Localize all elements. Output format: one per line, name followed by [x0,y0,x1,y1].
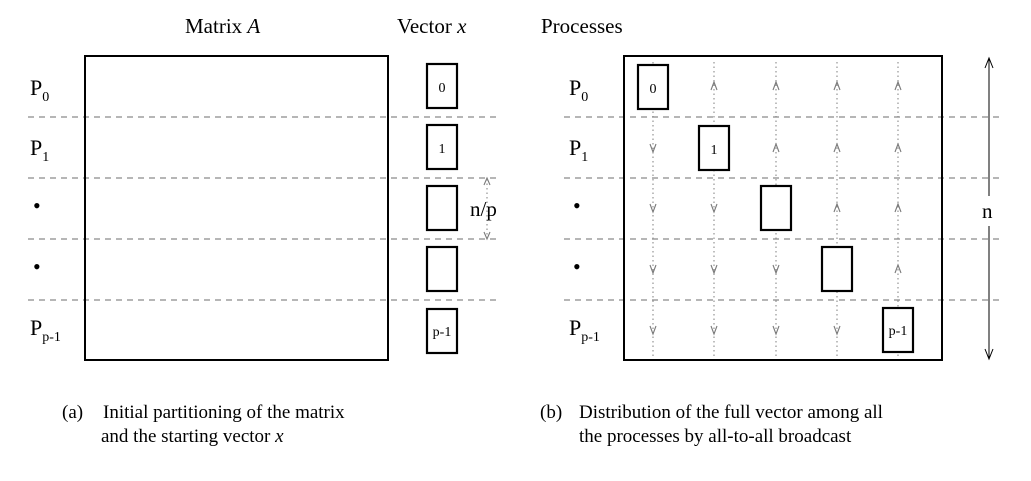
dimension-marker: n [978,56,1000,361]
vector-header: Vector x [397,14,467,38]
vector-block-0 [425,62,459,110]
diagonal-block-p-1 [881,306,915,354]
up-arrowhead [894,263,902,274]
process-label-dot-2-right: • [573,254,581,279]
processes-header: Processes [541,14,623,38]
process-label-dot-1-right: • [573,193,581,218]
broadcast-arrows [649,62,902,356]
up-arrowhead [894,142,902,153]
caption-a: (a)Initial partitioning of the matrix an… [62,402,345,447]
process-label-dot-2: • [33,254,41,279]
caption-b: (b)Distribution of the full vector among… [540,402,883,447]
row-separators-right [564,116,1004,301]
up-arrowhead [833,142,841,153]
caption-b-line1: (b)Distribution of the full vector among… [540,402,883,423]
down-arrowhead [649,264,657,275]
up-arrowhead [772,142,780,153]
caption-a-line1: (a)Initial partitioning of the matrix [62,402,345,423]
process-label-p0: P0 [30,75,49,105]
diagonal-block-1-label: 1 [711,143,718,158]
caption-a-line2: and the starting vector x [101,426,284,447]
process-label-pp-1: Pp-1 [30,315,61,345]
broadcast-matrix-box [623,55,943,361]
up-arrowhead [710,80,718,91]
vector-block-2 [425,184,459,232]
dimension-label: n [982,199,993,223]
up-arrowhead [772,80,780,91]
row-separators-left [28,116,498,301]
down-arrowhead [649,325,657,336]
block-size-marker: n/p [470,176,497,241]
vector-block-1-label: 1 [439,142,446,157]
right-process-labels: P0 P1 • • Pp-1 [569,75,600,345]
caption-b-line2: the processes by all-to-all broadcast [579,426,852,447]
process-label-p1: P1 [30,135,49,165]
up-arrowhead [833,202,841,213]
process-label-dot-1: • [33,193,41,218]
diagonal-block-2 [759,184,793,232]
diagonal-block-1 [697,124,731,172]
up-arrowhead [833,80,841,91]
left-process-labels: P0 P1 • • Pp-1 [30,75,61,345]
diagonal-block-3 [820,245,854,293]
down-arrowhead [772,325,780,336]
diagonal-vector-blocks: 0 1 p-1 [636,63,915,354]
down-arrowhead [710,264,718,275]
vector-block-0-label: 0 [439,81,446,96]
process-label-p0-right: P0 [569,75,588,105]
down-arrowhead [710,325,718,336]
matrix-a-box [84,55,389,361]
vector-block-1 [425,123,459,171]
down-arrowhead [649,203,657,214]
diagonal-block-p-1-label: p-1 [889,324,908,339]
matrix-header: Matrix A [185,14,260,38]
block-size-label: n/p [470,197,497,221]
process-label-pp-1-right: Pp-1 [569,315,600,345]
down-arrowhead [772,264,780,275]
process-label-p1-right: P1 [569,135,588,165]
up-arrowhead [894,80,902,91]
down-arrowhead [649,143,657,154]
diagonal-block-0 [636,63,670,111]
vector-x-blocks: 0 1 p-1 [425,62,459,355]
down-arrowhead [833,325,841,336]
up-arrowhead [894,202,902,213]
diagonal-block-0-label: 0 [650,82,657,97]
down-arrowhead [710,203,718,214]
vector-block-3 [425,245,459,293]
vector-block-p-1-label: p-1 [433,325,452,340]
vector-block-p-1 [425,307,459,355]
